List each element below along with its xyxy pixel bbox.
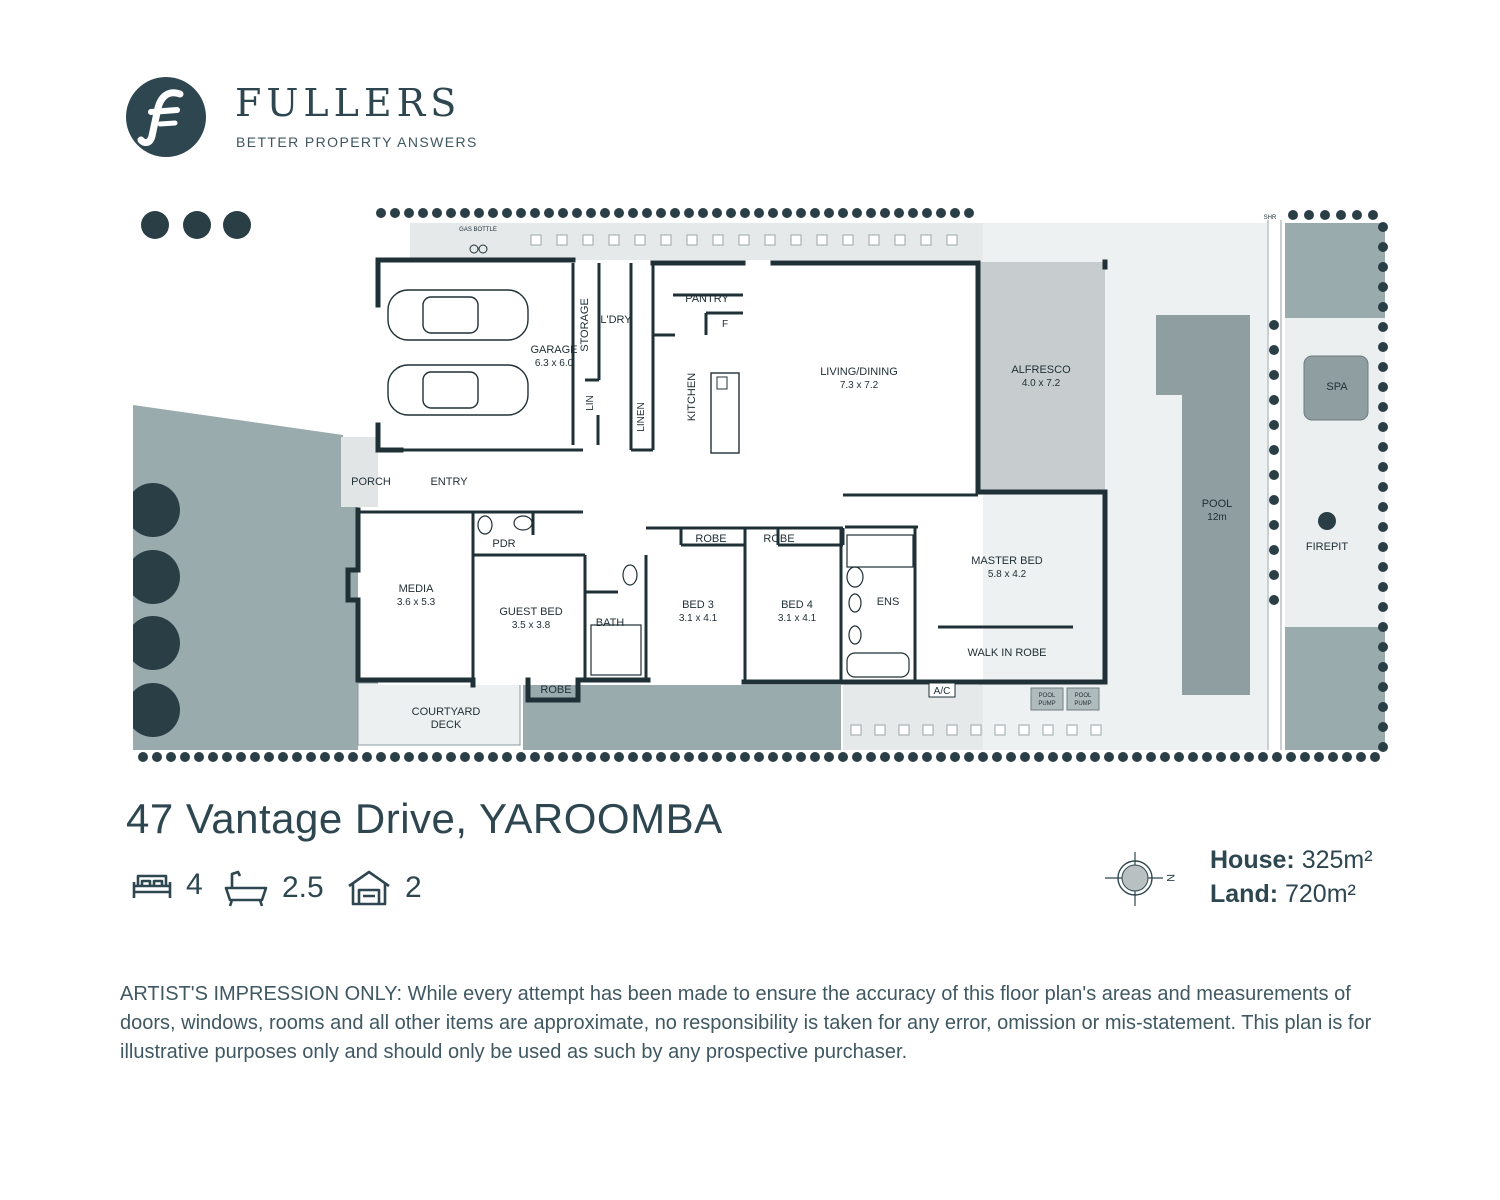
label-pool-size: 12m [1207, 512, 1226, 523]
label-pdr: PDR [492, 538, 515, 550]
bathtub-icon [224, 870, 268, 907]
label-robe-bed3: ROBE [695, 533, 726, 545]
label-firepit: FIREPIT [1306, 541, 1348, 553]
rear-lawn-top [1285, 223, 1385, 318]
label-porch: PORCH [351, 476, 391, 488]
label-living-dining-size: 7.3 x 7.2 [840, 380, 879, 391]
compass-label: N [1164, 874, 1176, 882]
front-lawn [133, 405, 358, 750]
pool [1156, 315, 1250, 695]
garage-feature: 2 [345, 868, 422, 908]
label-bed4-size: 3.1 x 4.1 [778, 613, 817, 624]
paving-stones-top [530, 234, 958, 246]
bedrooms-feature: 4 [130, 868, 203, 902]
brand-tagline: BETTER PROPERTY ANSWERS [236, 134, 478, 150]
label-pantry: PANTRY [685, 293, 729, 305]
label-storage: STORAGE [579, 298, 591, 352]
bathrooms-count: 2.5 [282, 871, 324, 904]
label-media-size: 3.6 x 5.3 [397, 597, 436, 608]
label-living-dining: LIVING/DINING [820, 366, 898, 378]
property-address: 47 Vantage Drive, YAROOMBA [126, 795, 723, 842]
label-garage: GARAGE [530, 344, 577, 356]
disclaimer-text: ARTIST'S IMPRESSION ONLY: While every at… [120, 983, 1372, 1063]
label-guest-bed: GUEST BED [499, 606, 562, 618]
courtyard-deck [357, 682, 521, 746]
house-area-value: 325m² [1301, 846, 1373, 874]
label-robe-guest: ROBE [540, 684, 571, 696]
house-footprint [378, 260, 978, 685]
trees [133, 211, 251, 737]
label-bed3: BED 3 [682, 599, 714, 611]
spa [1303, 355, 1369, 421]
label-robe-bed4: ROBE [763, 533, 794, 545]
firepit-icon [1318, 512, 1336, 530]
land-area-value: 720m² [1285, 880, 1356, 908]
label-walk-in-robe: WALK IN ROBE [967, 647, 1046, 659]
compass: N [1105, 850, 1177, 913]
label-garage-size: 6.3 x 6.0 [535, 358, 574, 369]
label-shower: SHR [1264, 215, 1277, 221]
label-courtyard: COURTYARD [412, 706, 481, 718]
land-area: Land: 720m² [1210, 880, 1356, 909]
interior-walls [358, 263, 1073, 682]
label-kitchen: KITCHEN [686, 373, 698, 421]
land-area-label: Land: [1210, 880, 1279, 908]
house-area: House: 325m² [1210, 846, 1373, 875]
rear-lawn-bottom [1285, 627, 1385, 750]
garage-icon [348, 870, 390, 906]
label-laundry: L'DRY [600, 314, 632, 326]
alfresco-area [978, 262, 1105, 492]
pool-pump-1 [1030, 687, 1064, 711]
label-pool-pump-1-line1: POOL [1039, 693, 1056, 699]
label-bed4: BED 4 [781, 599, 813, 611]
brand-name: FULLERS [235, 81, 462, 125]
garage-count: 2 [405, 871, 422, 904]
label-pool-pump-2-line1: POOL [1075, 693, 1092, 699]
label-alfresco: ALFRESCO [1011, 364, 1071, 376]
bed-icon [132, 874, 172, 898]
compass-north-icon: N [1105, 852, 1176, 906]
label-linen: LINEN [636, 402, 647, 431]
label-gas-bottle: GAS BOTTLE [459, 227, 497, 233]
label-master-bed: MASTER BED [971, 555, 1043, 567]
sink-icon [716, 376, 728, 390]
fullers-f-logo-icon [126, 77, 206, 157]
label-pool-pump-2-line2: PUMP [1074, 701, 1091, 707]
label-master-bed-size: 5.8 x 4.2 [988, 569, 1027, 580]
house-area-label: House: [1210, 846, 1295, 874]
fullers-logo [125, 76, 207, 163]
label-fridge: F [722, 319, 728, 330]
bedrooms-count: 4 [186, 868, 203, 901]
hedge-row [138, 208, 1388, 762]
kitchen-island [710, 372, 740, 454]
label-bath: BATH [596, 617, 625, 629]
label-pool: POOL [1202, 498, 1233, 510]
ac-unit [928, 682, 956, 698]
label-lin: LIN [585, 395, 596, 411]
label-pool-pump-1-line2: PUMP [1038, 701, 1055, 707]
bathrooms-feature: 2.5 [222, 868, 324, 908]
floor-plan: GAS BOTTLE GARAGE 6.3 x 6.0 STORAGE L'DR… [133, 205, 1390, 767]
paving-stones-bottom [850, 724, 1102, 736]
label-ensuite: ENS [877, 596, 900, 608]
label-bed3-size: 3.1 x 4.1 [679, 613, 718, 624]
label-entry: ENTRY [430, 476, 468, 488]
label-guest-bed-size: 3.5 x 3.8 [512, 620, 551, 631]
bathroom-fixtures [477, 515, 914, 678]
label-courtyard-deck: DECK [431, 719, 462, 731]
label-ac: A/C [934, 686, 951, 697]
pool-pump-2 [1066, 687, 1100, 711]
label-alfresco-size: 4.0 x 7.2 [1022, 378, 1061, 389]
label-media: MEDIA [399, 583, 435, 595]
label-spa: SPA [1326, 381, 1348, 393]
car-icons [387, 289, 529, 416]
